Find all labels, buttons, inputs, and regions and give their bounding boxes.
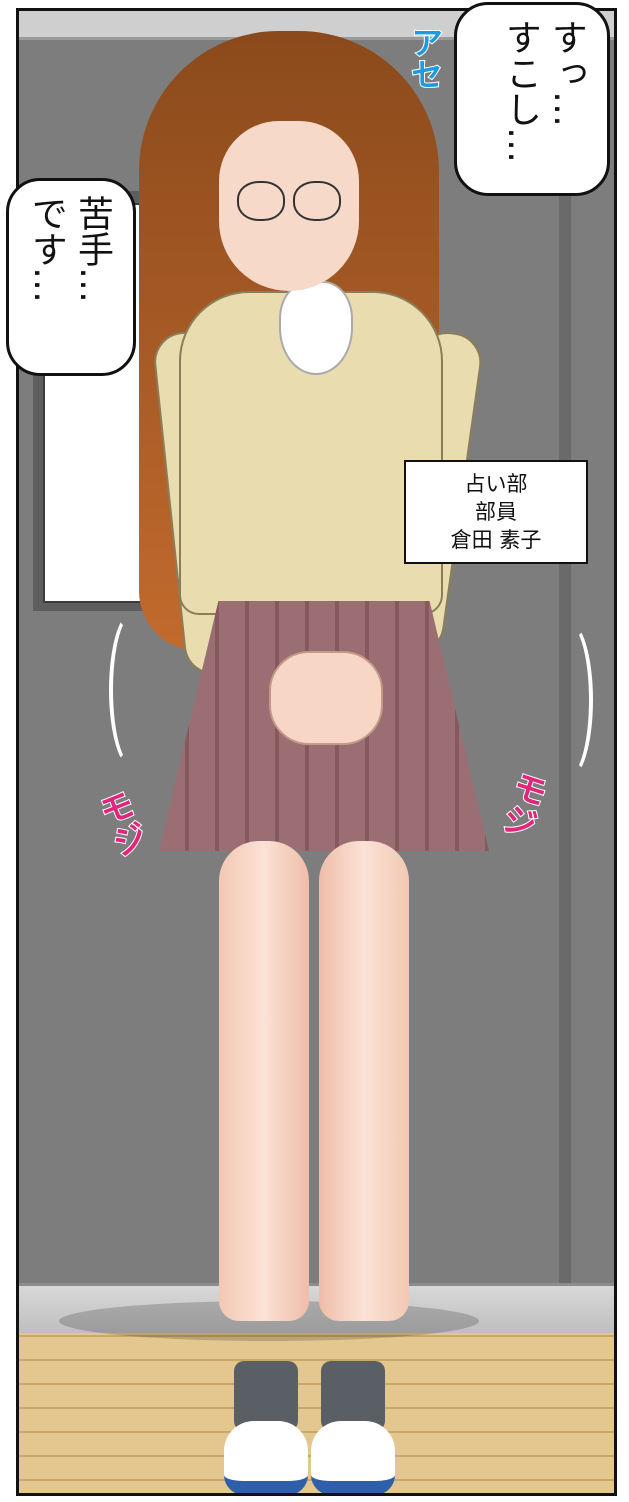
caption-club: 占い部	[464, 472, 528, 496]
character-cravat	[279, 281, 353, 375]
speech-text-1: すっ… すこし…	[500, 19, 587, 163]
character-sock-right	[321, 1361, 385, 1431]
sfx-sweat: アセ	[405, 25, 445, 91]
baseboard	[19, 1283, 614, 1336]
character-leg-left	[219, 841, 309, 1321]
speech-text-2: 苦手… です…	[26, 195, 113, 303]
name-caption: 占い部 部員 倉田 素子	[404, 460, 588, 564]
caption-name: 倉田 素子	[450, 528, 542, 552]
character-hands	[269, 651, 383, 745]
character-glasses	[237, 181, 341, 221]
caption-role: 部員	[475, 500, 517, 524]
motion-lines-right	[545, 621, 593, 779]
character-sock-left	[234, 1361, 298, 1431]
motion-lines-left	[109, 611, 157, 769]
speech-bubble-top-right: すっ… すこし…	[454, 2, 610, 196]
character-leg-right	[319, 841, 409, 1321]
character-shoe-left	[224, 1421, 308, 1493]
speech-bubble-left: 苦手… です…	[6, 178, 136, 376]
comic-panel	[16, 8, 617, 1496]
character-shoe-right	[311, 1421, 395, 1493]
